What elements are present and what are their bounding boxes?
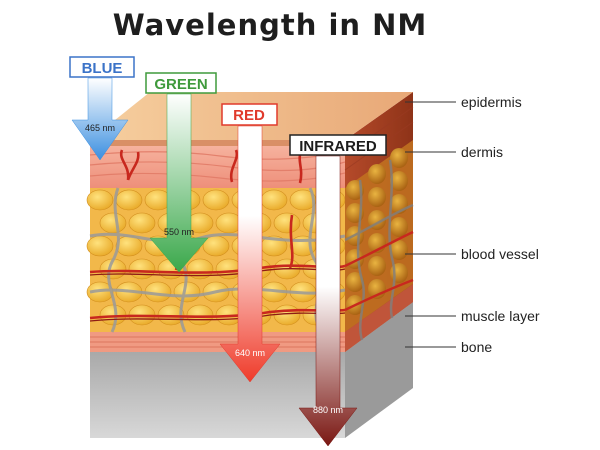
fat-cell <box>86 189 114 211</box>
fat-cell <box>186 258 214 280</box>
label-bone: bone <box>461 339 492 355</box>
red-tag <box>221 103 278 126</box>
label-dermis: dermis <box>461 144 503 160</box>
red-wavelength: 640 nm <box>235 348 265 358</box>
fat-cell <box>99 212 127 234</box>
red-light-arrow: RED 640 nm <box>219 103 281 383</box>
fat-cell-side <box>368 256 386 276</box>
blue-label: BLUE <box>82 60 123 77</box>
blue-light-arrow: BLUE 465 nm <box>69 56 135 161</box>
fat-cell-side <box>346 272 364 292</box>
label-epidermis: epidermis <box>461 94 522 110</box>
fat-cell <box>273 304 301 326</box>
green-tag <box>145 72 217 94</box>
infrared-tag <box>289 134 387 156</box>
infrared-light-arrow: INFRARED 880 nm <box>289 134 387 447</box>
infrared-label: INFRARED <box>299 138 377 155</box>
fat-cell <box>202 189 230 211</box>
green-label: GREEN <box>154 76 207 93</box>
fat-cell <box>260 189 288 211</box>
fat-cell <box>115 189 143 211</box>
green-light-arrow: GREEN 550 nm <box>145 72 217 273</box>
fat-cell-side <box>390 217 408 237</box>
infrared-wavelength: 880 nm <box>313 405 343 415</box>
blue-wavelength: 465 nm <box>85 123 115 133</box>
fat-cell <box>186 304 214 326</box>
blue-tag <box>69 56 135 78</box>
fat-cell <box>128 258 156 280</box>
fat-cell <box>86 235 114 257</box>
fat-cell-side <box>390 240 408 260</box>
label-blood-vessel: blood vessel <box>461 246 539 262</box>
layer-leader-lines <box>405 101 456 348</box>
fat-cell-side <box>368 187 386 207</box>
fat-cell-side <box>390 171 408 191</box>
fat-cell-side <box>368 164 386 184</box>
fat-cell <box>273 212 301 234</box>
red-label: RED <box>233 107 265 124</box>
green-wavelength: 550 nm <box>164 227 194 237</box>
fat-cell <box>128 212 156 234</box>
bone-layer-front <box>90 352 345 438</box>
diagram-title: Wavelength in NM <box>112 8 428 42</box>
bone-layer-side <box>345 302 413 438</box>
label-muscle-layer: muscle layer <box>461 308 540 324</box>
fat-cell-side <box>390 148 408 168</box>
